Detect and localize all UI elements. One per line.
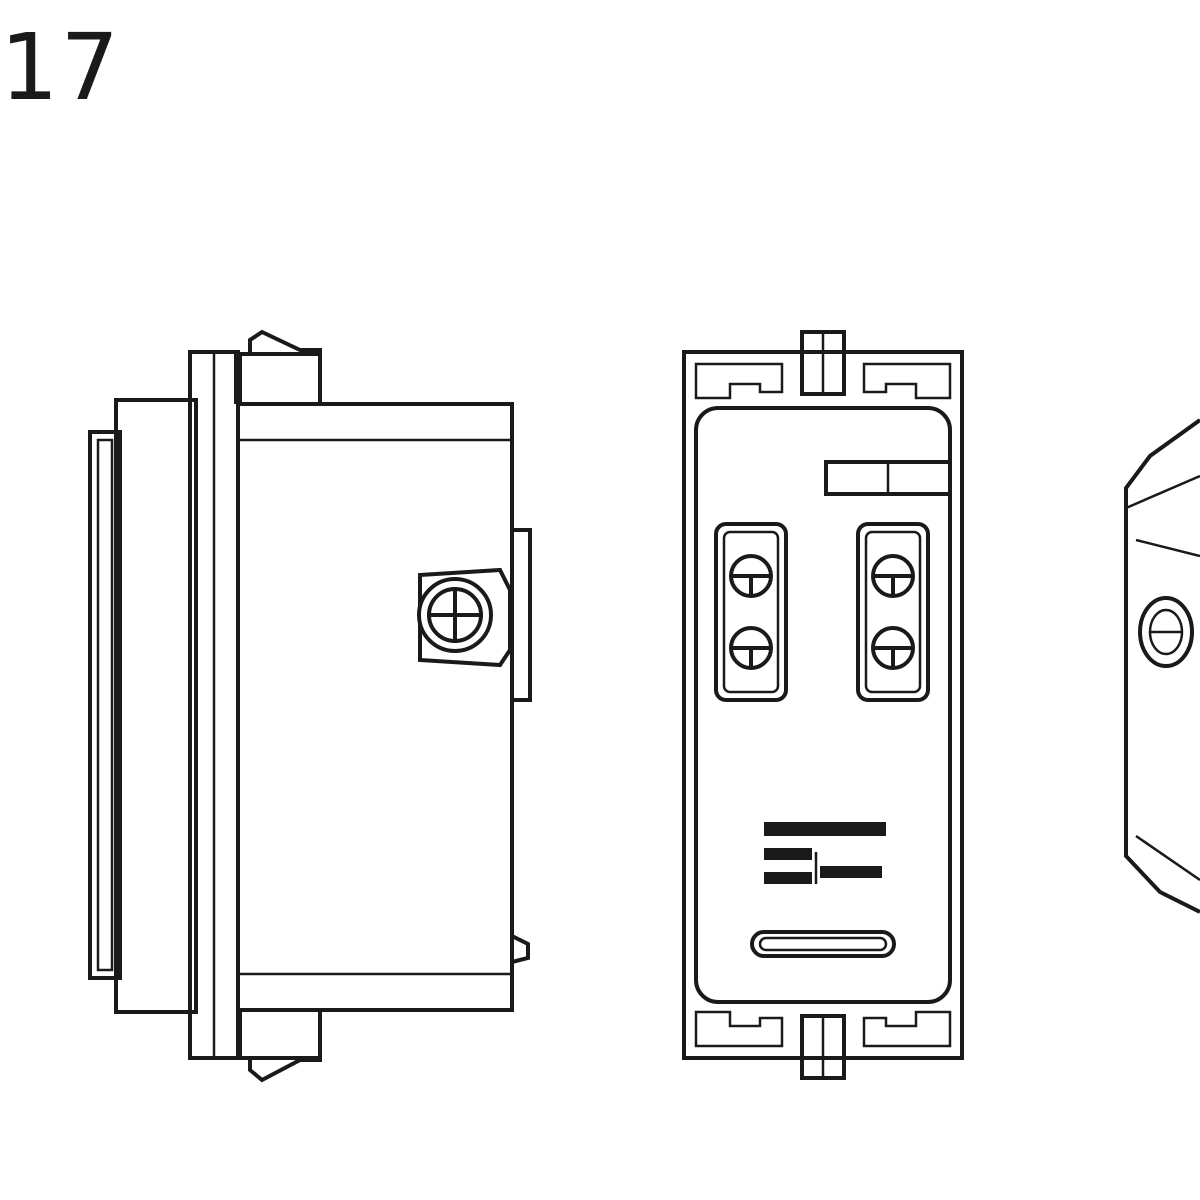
front-clip-bottom-right bbox=[862, 1010, 952, 1048]
front-face-plate bbox=[694, 406, 952, 1004]
front-clip-top-right bbox=[862, 362, 952, 400]
socket-hole-icon bbox=[871, 554, 915, 598]
side-rear-plate-inner bbox=[96, 438, 114, 972]
side-screw-icon bbox=[417, 567, 512, 668]
perspective-screw-icon bbox=[1138, 596, 1194, 668]
front-clip-top-left bbox=[694, 362, 784, 400]
side-body-front bbox=[236, 402, 514, 1012]
front-clip-bottom-left bbox=[694, 1010, 784, 1048]
front-bottom-slot bbox=[750, 930, 896, 958]
socket-hole-icon bbox=[729, 626, 773, 670]
side-bottom-tab bbox=[511, 934, 530, 964]
perspective-mid-edge bbox=[1135, 538, 1200, 558]
front-view bbox=[682, 330, 964, 1080]
socket-hole-icon bbox=[729, 554, 773, 598]
front-frame bbox=[682, 350, 964, 1060]
perspective-top-edge bbox=[1125, 474, 1200, 510]
side-top-clip bbox=[234, 329, 322, 404]
side-top-clip-block bbox=[238, 352, 322, 406]
side-terminal-plate bbox=[510, 528, 532, 702]
socket-hole-icon bbox=[871, 626, 915, 670]
front-bottom-slot-inner bbox=[758, 936, 888, 952]
side-bottom-clip bbox=[248, 1010, 322, 1083]
perspective-view-partial bbox=[1124, 418, 1200, 914]
side-body-back bbox=[114, 398, 198, 1014]
side-rear-plate bbox=[88, 430, 122, 980]
front-socket-right bbox=[856, 522, 930, 702]
perspective-outline bbox=[1124, 418, 1200, 914]
front-socket-left bbox=[714, 522, 788, 702]
front-rating-label bbox=[764, 822, 886, 884]
perspective-bottom-edge bbox=[1135, 834, 1200, 882]
side-view bbox=[88, 329, 532, 1083]
figure-number: 17 bbox=[0, 14, 122, 121]
side-bottom-clip-block bbox=[238, 1008, 322, 1060]
